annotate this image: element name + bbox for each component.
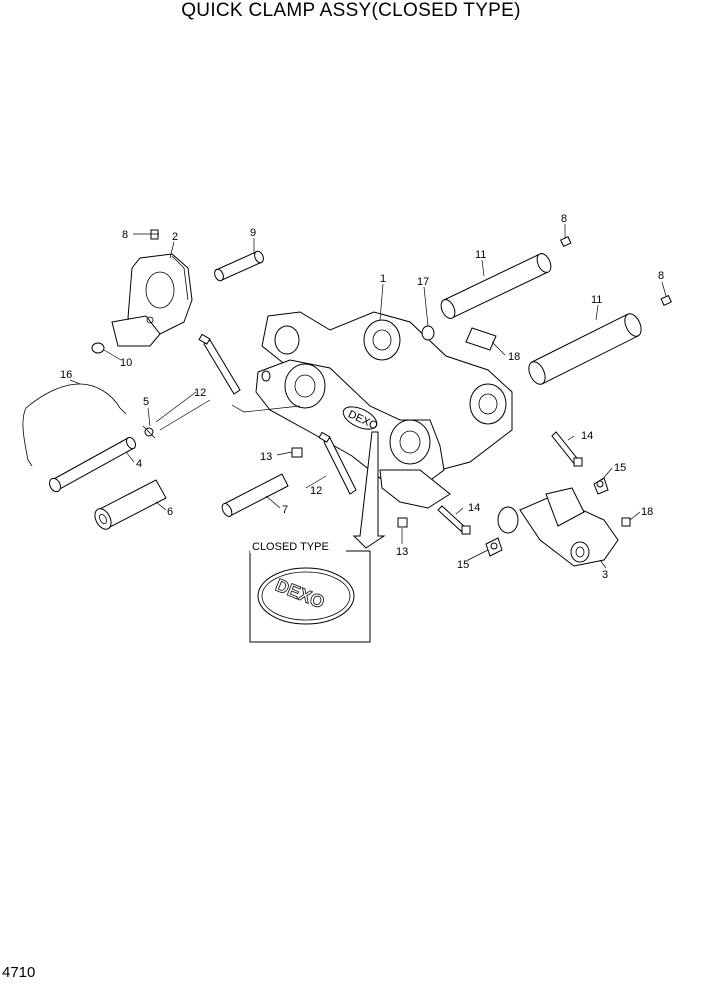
callout-8: 8 (561, 213, 567, 225)
part-5-lock-clip (142, 425, 156, 439)
callout-3: 3 (602, 569, 608, 581)
callout-6: 6 (167, 506, 173, 518)
callout-12: 12 (310, 485, 322, 497)
callout-4: 4 (136, 458, 142, 470)
callout-7: 7 (282, 504, 288, 516)
callout-numbers: 8 2 9 10 16 1 17 8 11 8 11 18 12 5 4 6 7… (60, 213, 664, 581)
inset-closed-type: CLOSED TYPE DEXO (249, 539, 371, 643)
callout-18: 18 (508, 351, 520, 363)
part-8-grease-nipple-b (560, 236, 572, 248)
callout-11: 11 (591, 294, 602, 306)
callout-1: 1 (380, 273, 386, 285)
callout-2: 2 (172, 231, 178, 243)
callout-15: 15 (614, 462, 626, 474)
callout-15: 15 (457, 559, 469, 571)
callout-5: 5 (143, 396, 149, 408)
part-16-safety-wire (22, 383, 127, 467)
part-8-grease-nipple-a (150, 229, 159, 240)
part-4-pin (48, 436, 137, 493)
part-7-pin (221, 473, 289, 517)
callout-18: 18 (641, 506, 653, 518)
part-6-sleeve (94, 479, 167, 530)
page-title: QUICK CLAMP ASSY(CLOSED TYPE) (181, 0, 521, 21)
callout-14: 14 (581, 430, 593, 442)
part-12-long-bolt-b (318, 431, 357, 495)
part-3-cylinder (497, 487, 619, 567)
part-18-grease-nipple (621, 517, 631, 527)
part-18-name-plate (465, 327, 497, 351)
part-13-nut-a (291, 447, 303, 458)
part-14-bolt-a (551, 431, 583, 467)
callout-13: 13 (396, 546, 408, 558)
part-9-pin (214, 250, 264, 282)
part-1-main-frame: DEXO (255, 311, 513, 549)
part-11-long-pin-upper (440, 253, 552, 319)
part-15-fitting-b (485, 537, 503, 557)
callout-8: 8 (122, 229, 128, 241)
page-number: 4710 (2, 964, 36, 981)
part-17-snap-ring (421, 325, 435, 341)
callout-8: 8 (658, 270, 664, 282)
leader-lines (69, 224, 667, 569)
callout-13: 13 (260, 451, 272, 463)
part-10-oring (91, 342, 105, 354)
callout-9: 9 (250, 227, 256, 239)
part-15-fitting-a (593, 477, 609, 495)
part-8-grease-nipple-c (660, 294, 672, 306)
callout-14: 14 (468, 502, 480, 514)
part-13-nut-b (397, 517, 408, 528)
callout-16: 16 (60, 369, 72, 381)
part-2-clamp-block (111, 253, 193, 347)
part-14-bolt-b (437, 505, 471, 535)
callout-17: 17 (417, 276, 429, 288)
callout-10: 10 (120, 357, 132, 369)
part-11-long-pin-lower (528, 313, 642, 385)
callout-12: 12 (194, 387, 206, 399)
part-12-long-bolt-a (198, 333, 241, 395)
inset-label: CLOSED TYPE (252, 541, 329, 553)
callout-11: 11 (475, 249, 486, 261)
